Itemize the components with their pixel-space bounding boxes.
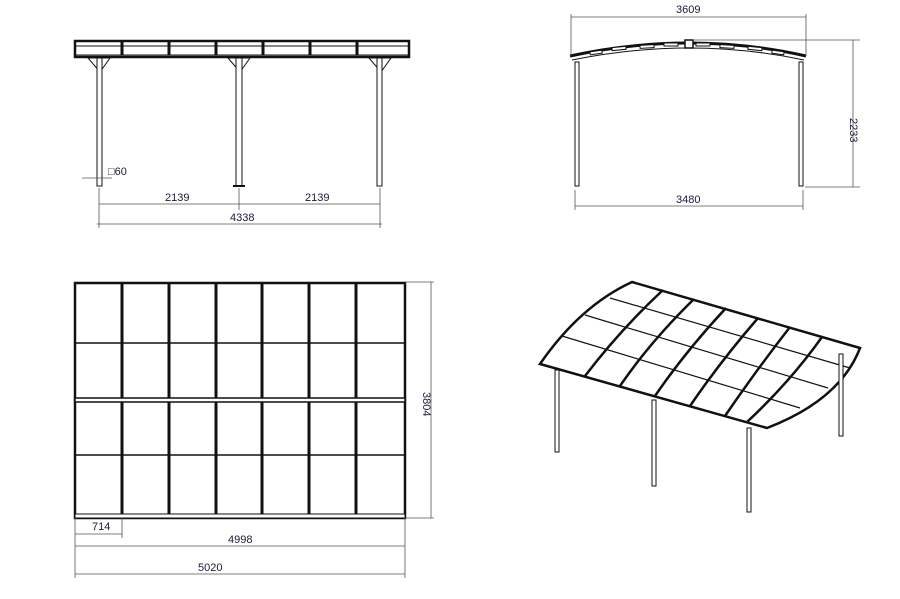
front-elevation-view: □60 2139 2139 4338 bbox=[73, 39, 411, 228]
span-right-label: 2139 bbox=[305, 192, 329, 204]
top-plan-view: 714 4998 5020 3804 bbox=[73, 281, 434, 578]
roof-width-label: 3609 bbox=[676, 4, 700, 16]
total-width-label: 4338 bbox=[230, 212, 254, 224]
isometric-view bbox=[537, 280, 862, 513]
inner-length-label: 4998 bbox=[228, 534, 252, 546]
panel-width-label: 714 bbox=[92, 521, 110, 533]
depth-label: 3804 bbox=[420, 392, 432, 416]
outer-length-label: 5020 bbox=[198, 562, 222, 574]
height-label: 2233 bbox=[847, 118, 859, 142]
post-spacing-label: 3480 bbox=[676, 194, 700, 206]
post-size-label: □60 bbox=[108, 166, 127, 178]
side-elevation-view: 3609 3480 2233 bbox=[569, 4, 860, 210]
span-left-label: 2139 bbox=[165, 192, 189, 204]
